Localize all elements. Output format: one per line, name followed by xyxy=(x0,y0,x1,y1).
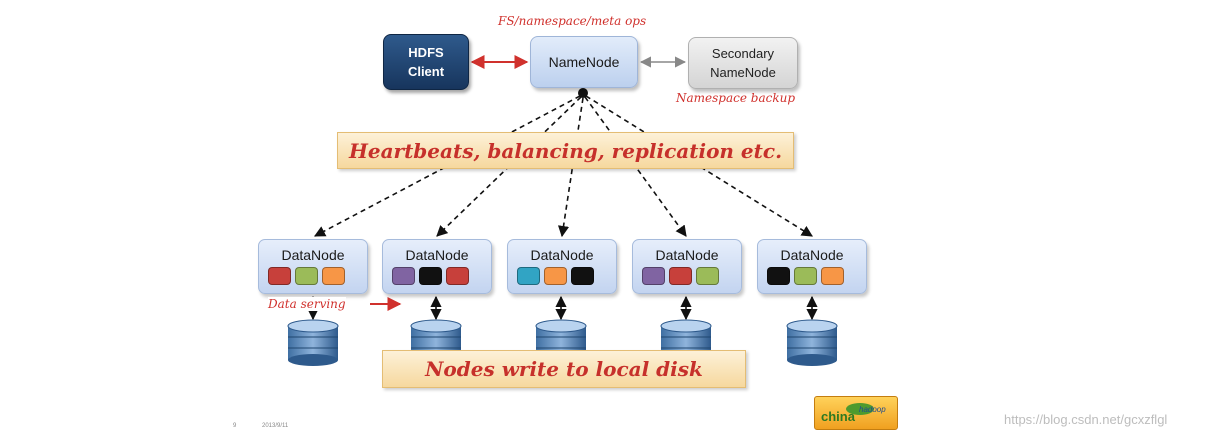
slide-date: 2013/9/11 xyxy=(262,423,289,429)
data-serving-label: Data serving xyxy=(268,297,346,311)
fs-ops-label: FS/namespace/meta ops xyxy=(498,14,647,28)
datanode-2[interactable]: DataNode xyxy=(382,239,492,294)
page-number: 9 xyxy=(233,423,237,429)
client-label-line2: Client xyxy=(407,64,445,79)
datanode-label: DataNode xyxy=(655,247,719,263)
logo-graphic: china hadoop xyxy=(821,403,886,424)
datanode-4[interactable]: DataNode xyxy=(632,239,742,294)
data-block xyxy=(517,267,540,285)
client-label-line1: HDFS xyxy=(408,45,444,60)
heartbeat-banner: Heartbeats, balancing, replication etc. xyxy=(337,132,794,169)
datanode-label: DataNode xyxy=(530,247,594,263)
data-block xyxy=(295,267,318,285)
namenode-box[interactable]: NameNode xyxy=(530,36,638,88)
heartbeat-line-1 xyxy=(314,95,581,237)
chinahadoop-logo: china hadoop xyxy=(814,396,898,430)
data-block xyxy=(696,267,719,285)
svg-text:hadoop: hadoop xyxy=(859,405,886,414)
data-block xyxy=(392,267,415,285)
namenode-hub-dot xyxy=(578,88,588,98)
data-block xyxy=(642,267,665,285)
data-block xyxy=(268,267,291,285)
watermark-url: https://blog.csdn.net/gcxzflgl xyxy=(1004,412,1168,427)
datanode-label: DataNode xyxy=(281,247,345,263)
data-block xyxy=(821,267,844,285)
hdfs-client-box[interactable]: HDFS Client xyxy=(383,34,469,90)
datanode-3[interactable]: DataNode xyxy=(507,239,617,294)
disk-icon xyxy=(287,319,339,366)
disk-banner: Nodes write to local disk xyxy=(382,350,746,388)
datanode-1[interactable]: DataNode xyxy=(258,239,368,294)
datanode-label: DataNode xyxy=(405,247,469,263)
secondary-namenode-box[interactable]: Secondary NameNode xyxy=(688,37,798,89)
data-block xyxy=(544,267,567,285)
namenode-label: NameNode xyxy=(548,54,620,70)
secondary-label-line1: Secondary xyxy=(711,46,775,61)
data-block xyxy=(794,267,817,285)
data-block xyxy=(767,267,790,285)
data-block xyxy=(571,267,594,285)
svg-text:china: china xyxy=(821,409,856,424)
datanode-5[interactable]: DataNode xyxy=(757,239,867,294)
secondary-label-line2: NameNode xyxy=(710,65,776,80)
datanode-label: DataNode xyxy=(780,247,844,263)
data-block xyxy=(419,267,442,285)
data-block xyxy=(669,267,692,285)
data-block xyxy=(446,267,469,285)
disk-icon xyxy=(786,319,838,366)
namespace-backup-label: Namespace backup xyxy=(676,91,796,105)
data-block xyxy=(322,267,345,285)
